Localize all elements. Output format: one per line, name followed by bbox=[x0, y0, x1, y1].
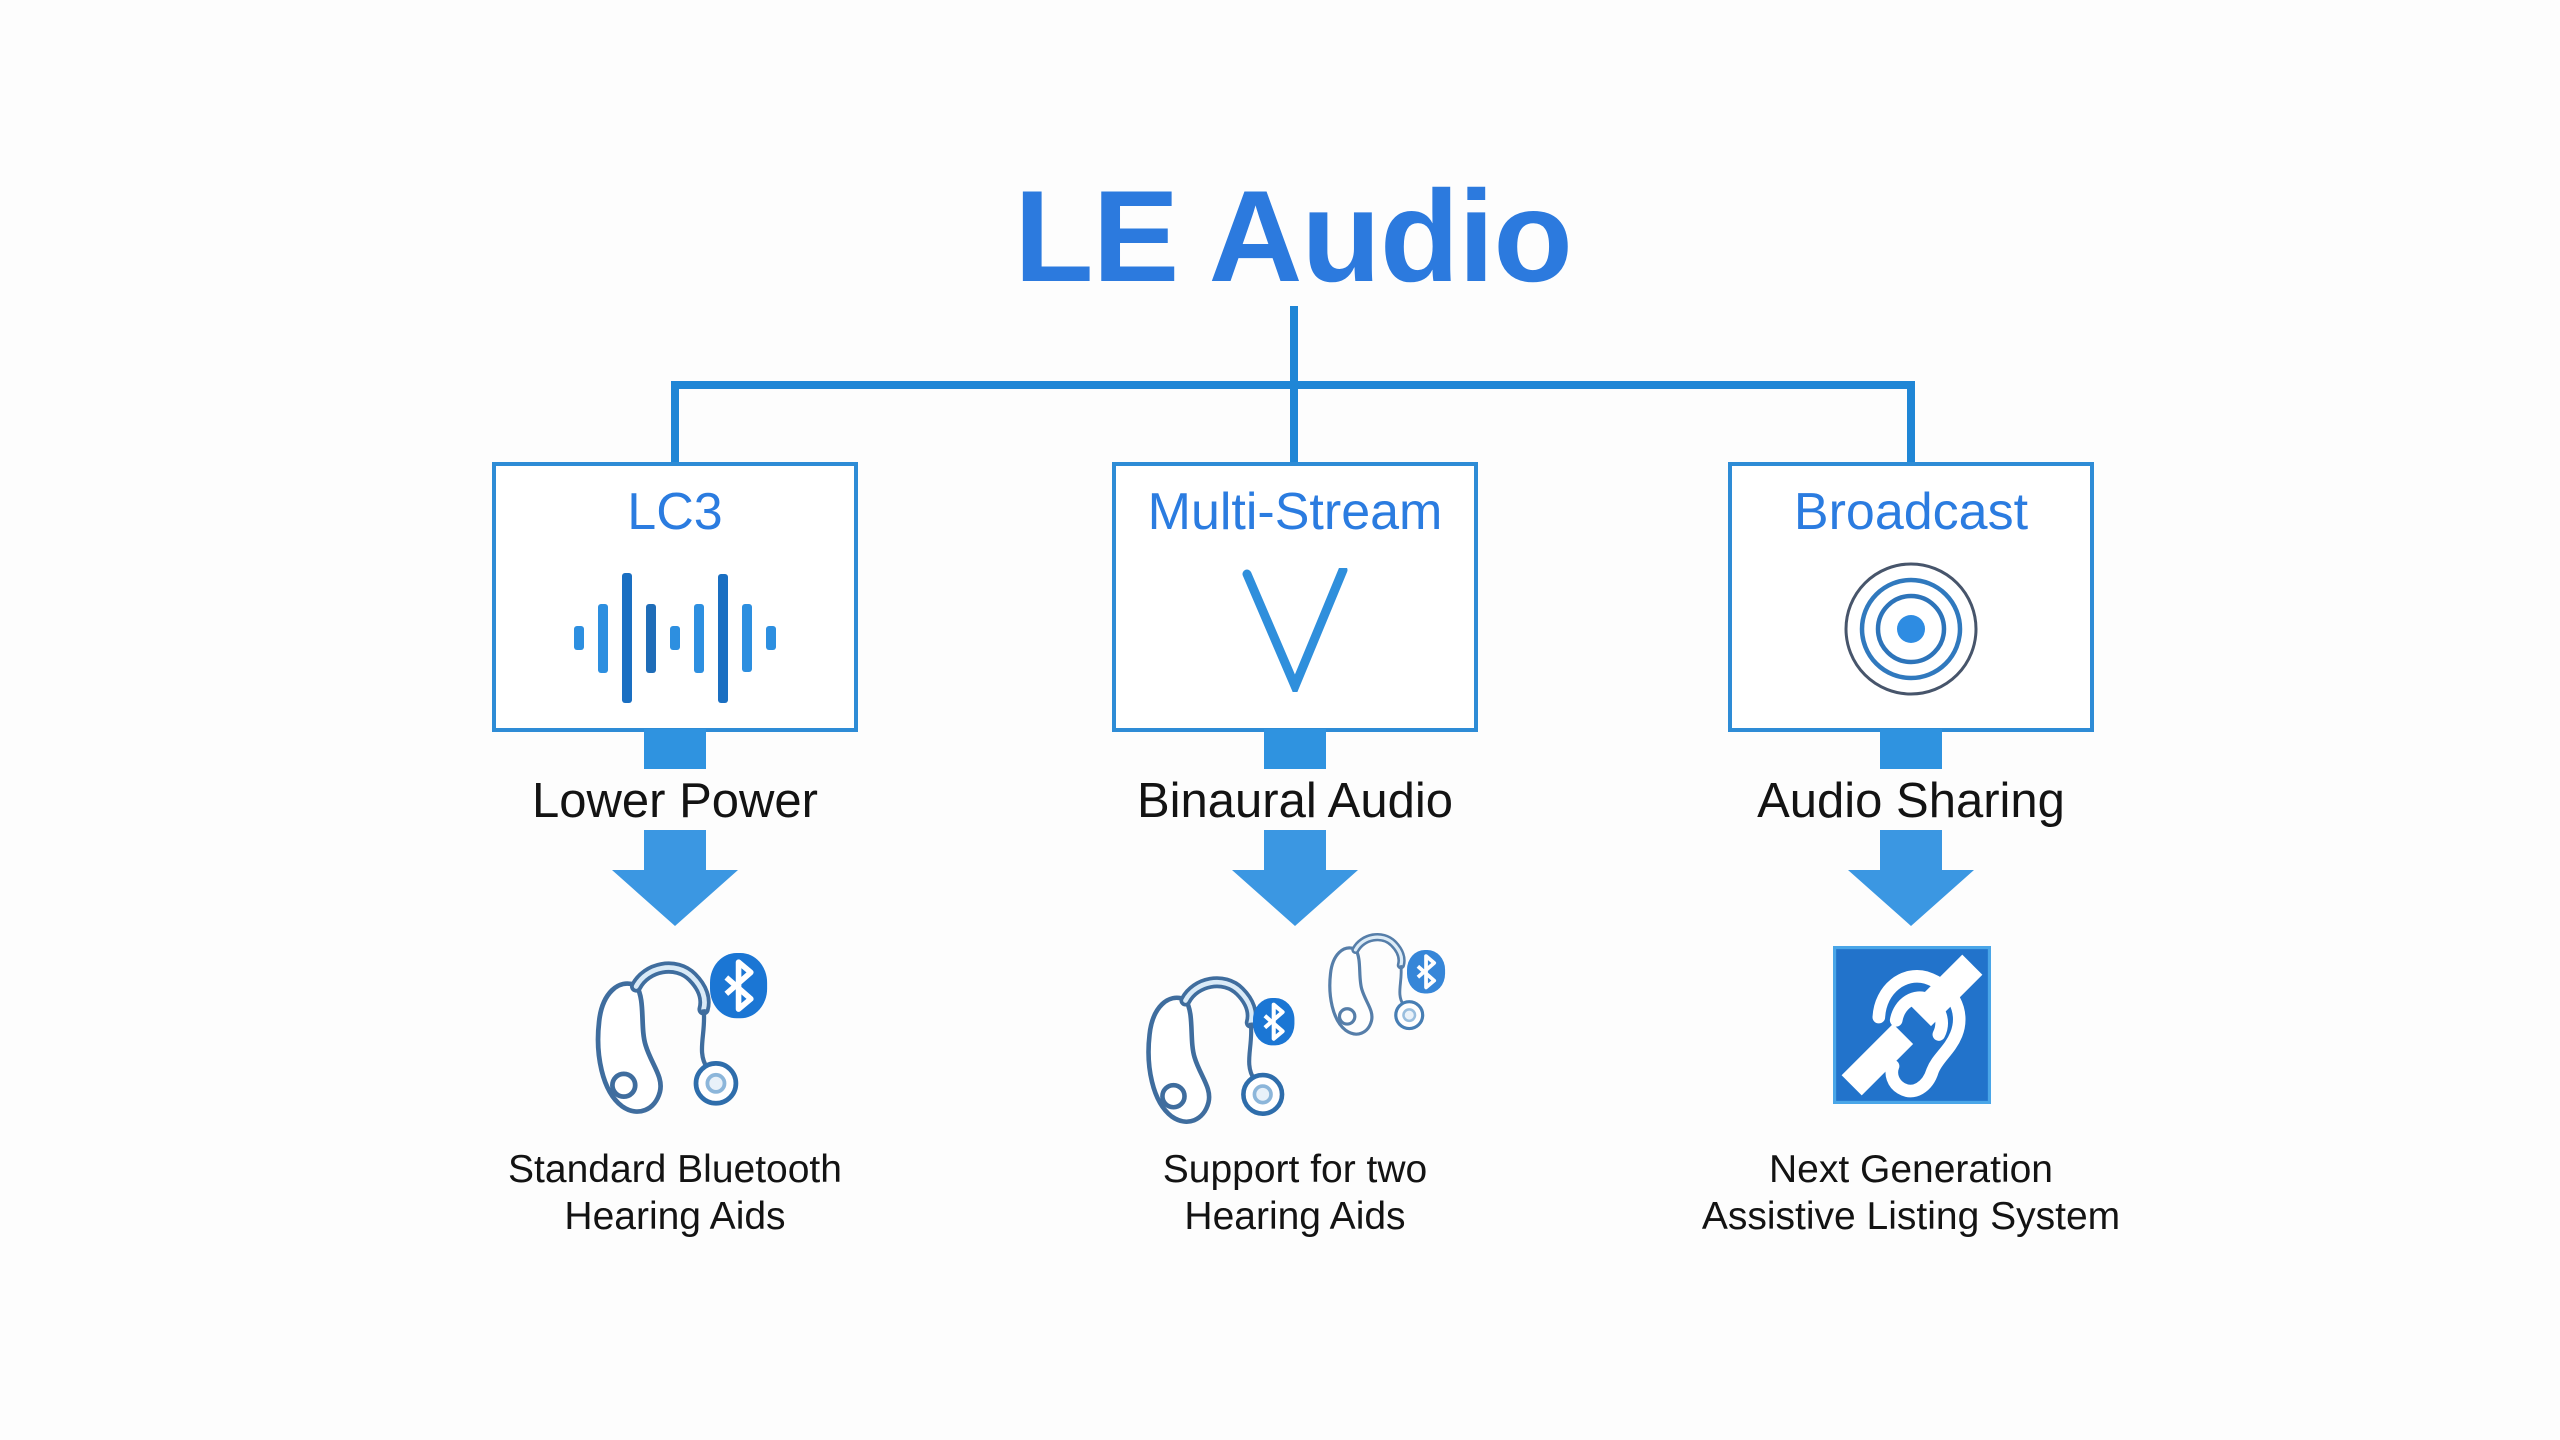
down-arrow-icon bbox=[612, 830, 738, 926]
node-multi-stream-label: Multi-Stream bbox=[1147, 483, 1443, 541]
stub-lc3 bbox=[644, 729, 706, 769]
down-arrow-icon bbox=[1232, 830, 1358, 926]
hearing-aid-with-bluetooth-icon bbox=[582, 945, 787, 1135]
page-title: LE Audio bbox=[1014, 163, 1573, 309]
caption-lc3: Standard Bluetooth Hearing Aids bbox=[508, 1148, 842, 1238]
broadcast-bullseye-icon bbox=[1844, 562, 1978, 696]
feature-audio-sharing: Audio Sharing bbox=[1757, 774, 2065, 828]
caption-multi-stream: Support for two Hearing Aids bbox=[1162, 1148, 1428, 1238]
checkmark-v-icon bbox=[1242, 568, 1348, 692]
stub-multi-stream bbox=[1264, 729, 1326, 769]
two-hearing-aids-with-bluetooth-icon bbox=[1125, 930, 1447, 1140]
node-multi-stream: Multi-Stream bbox=[1112, 462, 1478, 732]
node-lc3: LC3 bbox=[492, 462, 858, 732]
feature-lower-power: Lower Power bbox=[532, 774, 818, 828]
node-broadcast-label: Broadcast bbox=[1793, 483, 2029, 541]
down-arrow-icon bbox=[1848, 830, 1974, 926]
assistive-listening-system-icon bbox=[1833, 946, 1991, 1104]
audio-waveform-icon bbox=[574, 572, 776, 704]
feature-binaural-audio: Binaural Audio bbox=[1136, 774, 1453, 828]
stub-broadcast bbox=[1880, 729, 1942, 769]
caption-broadcast: Next Generation Assistive Listing System bbox=[1701, 1148, 2121, 1238]
node-broadcast: Broadcast bbox=[1728, 462, 2094, 732]
node-lc3-label: LC3 bbox=[627, 483, 723, 541]
